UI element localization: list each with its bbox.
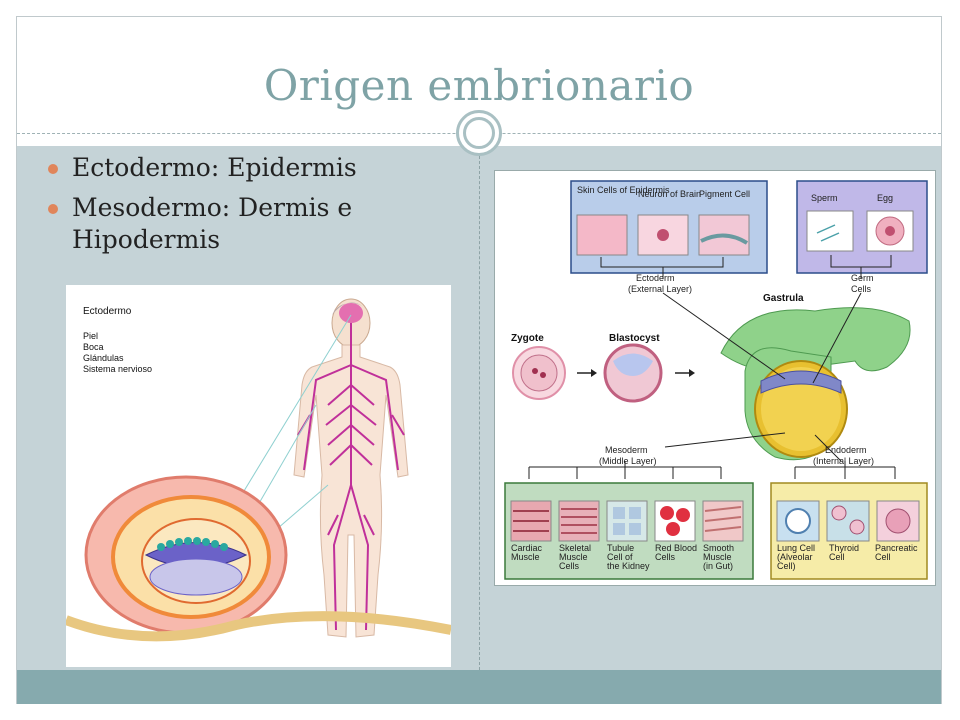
cell-label: (in Gut) [703, 561, 733, 571]
ectoderm-illustration: Ectodermo Piel Boca Glándulas Sistema ne… [64, 298, 452, 642]
cell-label: Cell of [607, 552, 633, 562]
germ-cell-label: Egg [877, 193, 893, 203]
cell-label: Cell) [777, 561, 796, 571]
cell-label: Cell [875, 552, 891, 562]
figure-item: Piel [83, 331, 98, 341]
bullet-text: Ectodermo: Epidermis [72, 153, 357, 182]
cell-label: Tubule [607, 543, 634, 553]
germ-label: Cells [851, 284, 872, 294]
gastrula-icon [720, 307, 911, 461]
mesoderm-label: Mesoderm [605, 445, 648, 455]
germ-layers-figure: Skin Cells of Epidermis Neuron of Brain … [494, 170, 936, 586]
bullet-text: Mesodermo: Dermis e Hipodermis [72, 193, 353, 254]
slide-title: Origen embrionario [263, 61, 695, 110]
cell-label: Skeletal [559, 543, 591, 553]
cell-label: Cells [655, 552, 676, 562]
germ-layers-diagram: Skin Cells of Epidermis Neuron of Brain … [504, 180, 928, 580]
figure-item: Sistema nervioso [83, 364, 152, 374]
cell-label: Muscle [703, 552, 732, 562]
pointer-lines [662, 292, 862, 462]
endoderm-label: Endoderm [825, 445, 867, 455]
cell-label: Pancreatic [875, 543, 918, 553]
cell-label: Muscle [511, 552, 540, 562]
ectoderm-cell-label: Pigment Cell [699, 189, 750, 199]
footer-bar [17, 670, 941, 704]
figure-heading: Ectodermo [83, 306, 132, 317]
zygote-label: Zygote [511, 333, 544, 344]
cell-label: Thyroid [829, 543, 859, 553]
cell-label: Muscle [559, 552, 588, 562]
ectoderm-label: Ectoderm [636, 273, 675, 283]
ectoderm-figure: Ectodermo Piel Boca Glándulas Sistema ne… [64, 285, 452, 667]
bullet-item: Mesodermo: Dermis e Hipodermis [48, 192, 468, 256]
ectoderm-sublabel: (External Layer) [628, 284, 692, 294]
figure-item: Glándulas [83, 353, 124, 363]
endoderm-cell-labels: Lung Cell (Alveolar Cell) Thyroid Cell P… [777, 543, 918, 571]
bullet-item: Ectodermo: Epidermis [48, 152, 468, 184]
cell-label: Cells [559, 561, 580, 571]
gastrula-label: Gastrula [763, 293, 804, 304]
germ-cell-label: Sperm [811, 193, 838, 203]
cell-label: Lung Cell [777, 543, 815, 553]
cell-label: the Kidney [607, 561, 650, 571]
human-body-icon [293, 298, 409, 638]
column-divider [479, 146, 480, 670]
embryo-icon [64, 475, 452, 642]
mesoderm-sublabel: (Middle Layer) [599, 456, 657, 466]
ectoderm-cell-label: Skin Cells of Epidermis [577, 185, 670, 195]
divider-ornament-icon [456, 110, 502, 156]
figure-item: Boca [83, 342, 104, 352]
ectoderm-cell-label: Neuron of Brain [638, 189, 701, 199]
cell-label: Red Blood [655, 543, 697, 553]
bullet-dot-icon [48, 164, 58, 174]
bullet-list: Ectodermo: Epidermis Mesodermo: Dermis e… [48, 152, 468, 264]
bullet-dot-icon [48, 204, 58, 214]
cell-label: Smooth [703, 543, 734, 553]
cell-label: Cardiac [511, 543, 543, 553]
cell-label: Cell [829, 552, 845, 562]
cell-label: (Alveolar [777, 552, 813, 562]
mesoderm-cell-labels: Cardiac Muscle Skeletal Muscle Cells Tub… [511, 543, 734, 571]
germ-label: Germ [851, 273, 874, 283]
endoderm-sublabel: (Internal Layer) [813, 456, 874, 466]
blastocyst-label: Blastocyst [609, 333, 660, 344]
